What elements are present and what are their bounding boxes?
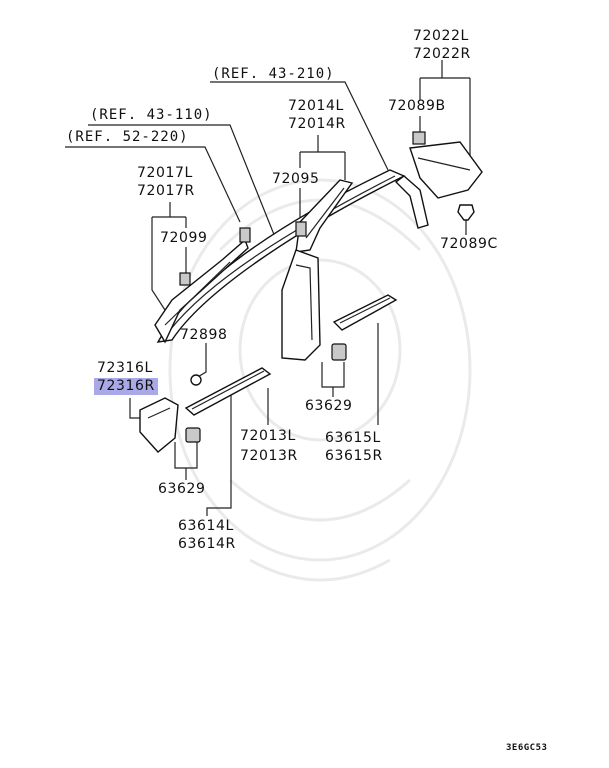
ref-label-52-220: (REF. 52-220) bbox=[66, 129, 189, 145]
fastener-72898 bbox=[190, 374, 202, 386]
clip-63629-right bbox=[331, 343, 347, 361]
part-72017l: 72017L bbox=[137, 165, 193, 181]
part-63614r: 63614R bbox=[178, 536, 236, 552]
part-72898: 72898 bbox=[180, 327, 228, 343]
part-72013r: 72013R bbox=[240, 448, 298, 464]
cowl-side-trim-72316 bbox=[139, 374, 202, 453]
part-72089c: 72089C bbox=[440, 236, 498, 252]
fastener-72089c bbox=[457, 204, 475, 221]
ref-label-43-110: (REF. 43-110) bbox=[90, 107, 213, 123]
ref-label-43-210: (REF. 43-210) bbox=[212, 66, 335, 82]
part-63629-right: 63629 bbox=[305, 398, 353, 414]
part-72316r-highlighted: 72316R bbox=[94, 378, 158, 395]
scuff-plate-63614 bbox=[184, 367, 272, 443]
part-72022r: 72022R bbox=[413, 46, 471, 62]
part-63614l: 63614L bbox=[178, 518, 234, 534]
rear-quarter-trim-72022 bbox=[409, 131, 483, 221]
part-72089b: 72089B bbox=[388, 98, 446, 114]
diagram-code: 3E6GC53 bbox=[506, 743, 548, 753]
part-72014l: 72014L bbox=[288, 98, 344, 114]
scuff-plate-63615 bbox=[331, 294, 398, 361]
part-63615l: 63615L bbox=[325, 430, 381, 446]
part-72014r: 72014R bbox=[288, 116, 346, 132]
part-72017r: 72017R bbox=[137, 183, 195, 199]
b-pillar-lower-trim-72013 bbox=[281, 249, 321, 361]
clip-72089b bbox=[412, 131, 426, 145]
clip-72095 bbox=[295, 221, 307, 237]
part-63615r: 63615R bbox=[325, 448, 383, 464]
clip-63629-left bbox=[185, 427, 201, 443]
part-72013l: 72013L bbox=[240, 428, 296, 444]
part-72022l: 72022L bbox=[413, 28, 469, 44]
part-72095: 72095 bbox=[272, 171, 320, 187]
part-72099: 72099 bbox=[160, 230, 208, 246]
part-63629-left: 63629 bbox=[158, 481, 206, 497]
a-pillar-trim bbox=[154, 238, 249, 344]
part-72316l: 72316L bbox=[97, 360, 153, 376]
clip-72099 bbox=[179, 227, 251, 286]
